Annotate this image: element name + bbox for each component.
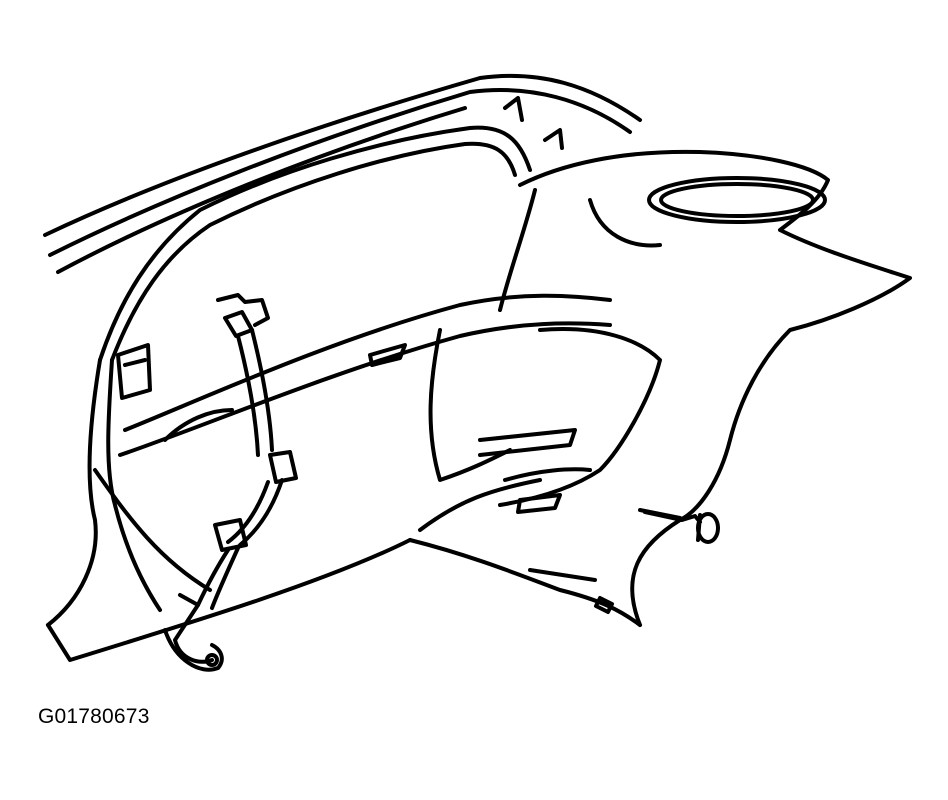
quarter-trim-panel	[408, 149, 912, 627]
speaker-grille	[647, 176, 827, 224]
rear-shelf-panel	[118, 293, 612, 457]
seat-belt-webbing	[196, 328, 298, 610]
left-pillar	[46, 358, 412, 662]
rear-window-opening	[98, 96, 564, 362]
roof-rail	[43, 73, 642, 274]
seat-belt-upper-guide	[116, 293, 270, 400]
seat-belt-anchor	[163, 593, 224, 672]
trim-push-retainer	[638, 508, 720, 544]
figure-id-label: G01780673	[38, 705, 150, 728]
seat-back	[418, 327, 662, 614]
